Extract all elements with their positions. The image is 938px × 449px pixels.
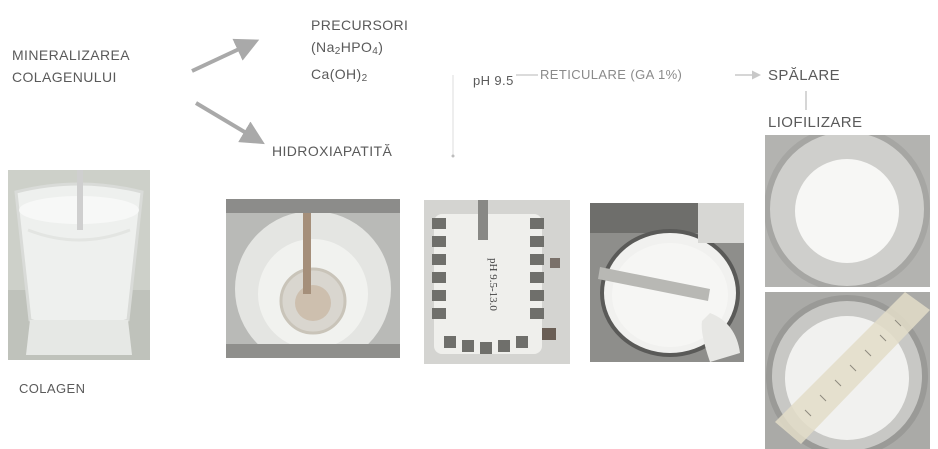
mineralization-title: MINERALIZAREA COLAGENULUI xyxy=(12,44,130,88)
precursors-title: PRECURSORI xyxy=(311,14,408,36)
washing-label: SPĂLARE xyxy=(768,67,840,84)
hydroxyapatite-label: HIDROXIAPATITĂ xyxy=(272,143,392,159)
divider-dot xyxy=(452,155,455,158)
ph-strip-text: pH 9.5-13.0 xyxy=(487,258,499,311)
lyophilized-disc-photo xyxy=(765,135,930,287)
lyophilized-ruler-photo xyxy=(765,292,930,449)
collagen-label: COLAGEN xyxy=(19,381,85,396)
ph-label: pH 9.5 xyxy=(473,73,514,88)
precursors-block: PRECURSORI (Na2HPO4) Ca(OH)2 xyxy=(311,14,408,90)
mineralization-beaker-photo xyxy=(226,199,400,358)
arrow-to-precursors xyxy=(192,43,252,71)
petri-crosslinking-photo xyxy=(590,203,744,362)
precursors-formula-2: Ca(OH)2 xyxy=(311,63,408,90)
arrow-to-hydroxyapatite xyxy=(196,103,258,140)
precursors-formula-1: (Na2HPO4) xyxy=(311,36,408,63)
crosslinking-label: RETICULARE (GA 1%) xyxy=(540,67,682,82)
lyophilization-label: LIOFILIZARE xyxy=(768,114,862,131)
collagen-beaker-photo xyxy=(8,170,150,360)
ph-indicator-photo: pH 9.5-13.0 xyxy=(424,200,570,364)
